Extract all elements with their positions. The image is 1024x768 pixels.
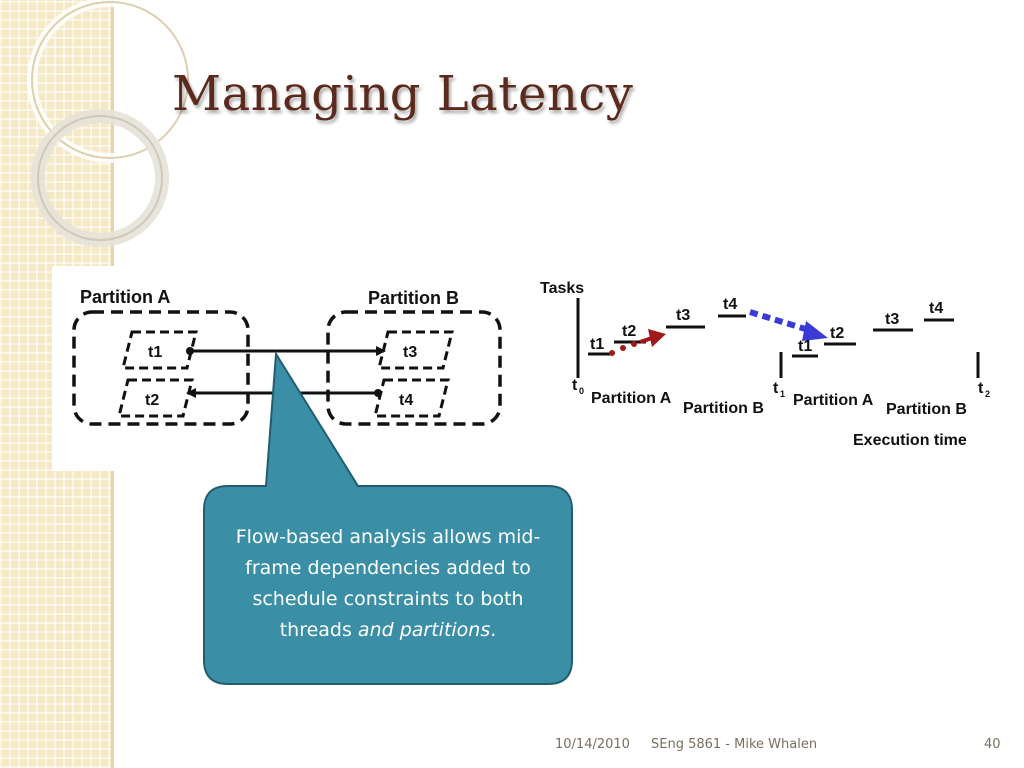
- frame2-t4-label: t4: [929, 300, 943, 317]
- callout-text-emphasis: and partitions: [357, 619, 491, 641]
- footer-date: 10/14/2010: [555, 737, 630, 752]
- t1-marker: t: [773, 380, 779, 397]
- decorative-rings: [27, 0, 193, 247]
- t0-marker: t: [572, 377, 578, 394]
- segment-partition-b-2: Partition B: [886, 401, 967, 418]
- task-t2-shape: [117, 378, 194, 418]
- timeline-diagram: Tasks t 0 t 1 t 2 t1 t2 t3 t4: [540, 280, 990, 449]
- task-t3-shape: [377, 330, 454, 370]
- partition-a-box: [72, 310, 250, 426]
- t0-marker-sub: 0: [579, 386, 584, 396]
- frame1-t1-label: t1: [590, 336, 604, 353]
- task-t4-label: t4: [399, 392, 413, 409]
- frame1-t4-label: t4: [723, 296, 737, 313]
- dependency-arrow-red: [609, 329, 666, 356]
- callout-text-main: Flow-based analysis allows mid-frame dep…: [235, 526, 541, 641]
- partition-a-label: Partition A: [80, 287, 170, 307]
- task-t1-label: t1: [148, 344, 162, 361]
- t2-marker: t: [978, 380, 984, 397]
- task-t4-shape: [373, 378, 450, 418]
- segment-partition-a-2: Partition A: [793, 392, 874, 409]
- execution-time-label: Execution time: [853, 432, 967, 449]
- callout-bubble: [203, 350, 573, 685]
- callout-text: Flow-based analysis allows mid-frame dep…: [216, 522, 560, 646]
- t2-marker-sub: 2: [985, 389, 990, 399]
- footer-course: SEng 5861 - Mike Whalen: [651, 737, 818, 752]
- task-t3-label: t3: [403, 344, 417, 361]
- partition-diagram: Partition A Partition B t1 t2 t3 t4: [72, 287, 502, 426]
- frame2-t3-label: t3: [885, 311, 899, 328]
- frame1-t2-label: t2: [622, 323, 636, 340]
- partition-b-label: Partition B: [368, 288, 459, 308]
- frame1-t3-label: t3: [676, 307, 690, 324]
- partition-b-box: [326, 310, 502, 426]
- callout-text-end: .: [490, 619, 497, 641]
- segment-partition-a-1: Partition A: [591, 390, 672, 407]
- tasks-axis-label: Tasks: [540, 280, 584, 297]
- flow-arrow-blue: [749, 309, 828, 341]
- frame2-t2-label: t2: [830, 325, 844, 342]
- t1-marker-sub: 1: [780, 389, 785, 399]
- frame2-t1-label: t1: [798, 338, 812, 355]
- slide-number: 40: [984, 737, 1001, 752]
- slide-title: Managing Latency: [172, 66, 634, 122]
- segment-partition-b-1: Partition B: [683, 400, 764, 417]
- task-t1-shape: [121, 330, 198, 370]
- task-t2-label: t2: [145, 392, 159, 409]
